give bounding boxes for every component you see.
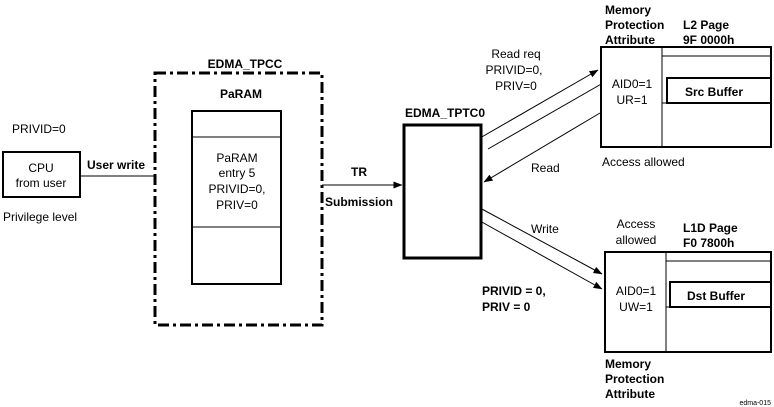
read-label: Read <box>531 161 560 175</box>
l1d-access-label-2: allowed <box>616 233 657 247</box>
read-req-line-1: Read req <box>491 47 540 61</box>
read-request-arrow <box>479 69 599 139</box>
l2-page-title: L2 Page <box>683 18 729 32</box>
privilege-level-label: Privilege level <box>3 210 77 224</box>
figure-id: edma-015 <box>739 400 771 407</box>
l1d-mpa-title-3: Attribute <box>605 387 655 401</box>
src-buffer-label: Src Buffer <box>685 85 743 99</box>
l2-mpa-title-2: Protection <box>605 18 664 32</box>
param-entry-line-3: PRIVID=0, <box>208 182 265 196</box>
l1d-access-label-1: Access <box>617 217 656 231</box>
param-entry-line-4: PRIV=0 <box>216 198 258 212</box>
l1d-mpa-title-2: Protection <box>605 372 664 386</box>
cpu-sublabel: from user <box>16 176 67 190</box>
l1d-page-title: L1D Page <box>683 221 738 235</box>
l1d-page-address: F0 7800h <box>683 236 734 250</box>
write-arrow-b <box>479 220 603 290</box>
l2-mpa-title-1: Memory <box>605 3 651 17</box>
read-request-arrow-b <box>487 82 604 150</box>
param-entry-line-1: PaRAM <box>216 151 257 165</box>
dst-buffer-box <box>669 281 772 308</box>
write-priv-label: PRIV = 0 <box>482 300 531 314</box>
read-req-line-3: PRIV=0 <box>495 79 537 93</box>
param-box <box>191 110 282 285</box>
src-buffer-box <box>666 77 772 104</box>
l1d-mpa-title-1: Memory <box>605 357 651 371</box>
write-arrow <box>479 207 603 275</box>
read-return-arrow <box>483 112 601 183</box>
l2-access-label: Access allowed <box>602 155 685 169</box>
tr-label: TR <box>351 165 367 179</box>
param-title: PaRAM <box>220 87 262 101</box>
cpu-label: CPU <box>28 161 53 175</box>
submission-label: Submission <box>325 195 393 209</box>
write-privid-label: PRIVID = 0, <box>482 284 546 298</box>
l2-attr-ur: UR=1 <box>616 93 647 107</box>
read-req-line-2: PRIVID=0, <box>485 63 542 77</box>
cpu-box <box>2 151 81 198</box>
tptc-box <box>402 123 483 260</box>
l1d-attr-aid: AID0=1 <box>616 284 657 298</box>
dst-buffer-label: Dst Buffer <box>687 289 745 303</box>
write-label: Write <box>531 222 559 236</box>
param-entry-line-2: entry 5 <box>219 166 256 180</box>
l2-attr-aid: AID0=1 <box>612 77 653 91</box>
cpu-privid-label: PRIVID=0 <box>12 122 66 136</box>
l1d-attr-uw: UW=1 <box>619 300 653 314</box>
l2-mpa-title-3: Attribute <box>605 33 655 47</box>
l2-page-address: 9F 0000h <box>683 33 734 47</box>
tptc-title: EDMA_TPTC0 <box>405 106 485 120</box>
user-write-label: User write <box>87 158 145 172</box>
tpcc-title: EDMA_TPCC <box>208 57 283 71</box>
